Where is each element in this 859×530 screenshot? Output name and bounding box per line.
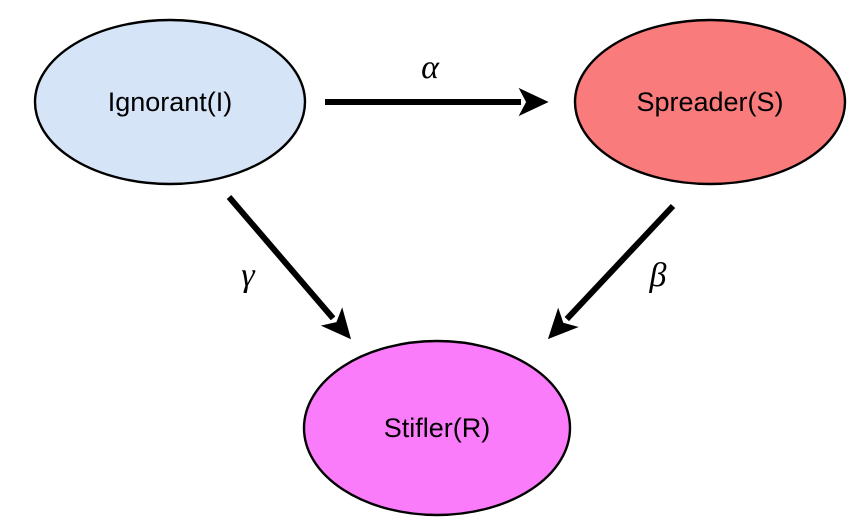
edge-ignorant-to-spreader: α: [325, 49, 549, 117]
edge-spreader-to-stifler: β: [547, 203, 676, 340]
edge-ignorant-to-stifler-line: [226, 195, 352, 340]
node-ignorant[interactable]: Ignorant(I): [33, 18, 307, 186]
node-spreader-label: Spreader(S): [636, 87, 783, 117]
node-stifler[interactable]: Stifler(R): [302, 339, 572, 517]
edge-ignorant-to-stifler: γ: [226, 195, 352, 340]
node-spreader[interactable]: Spreader(S): [573, 18, 847, 186]
node-stifler-label: Stifler(R): [384, 413, 491, 443]
edge-label-beta: β: [649, 257, 667, 294]
node-stifler-ellipse[interactable]: [302, 339, 572, 517]
edge-label-alpha: α: [421, 49, 440, 86]
node-ignorant-label: Ignorant(I): [108, 87, 233, 117]
edge-spreader-to-stifler-line: [547, 203, 676, 340]
edge-label-gamma: γ: [241, 257, 256, 294]
node-spreader-ellipse[interactable]: [573, 18, 847, 186]
node-ignorant-ellipse[interactable]: [33, 18, 307, 186]
